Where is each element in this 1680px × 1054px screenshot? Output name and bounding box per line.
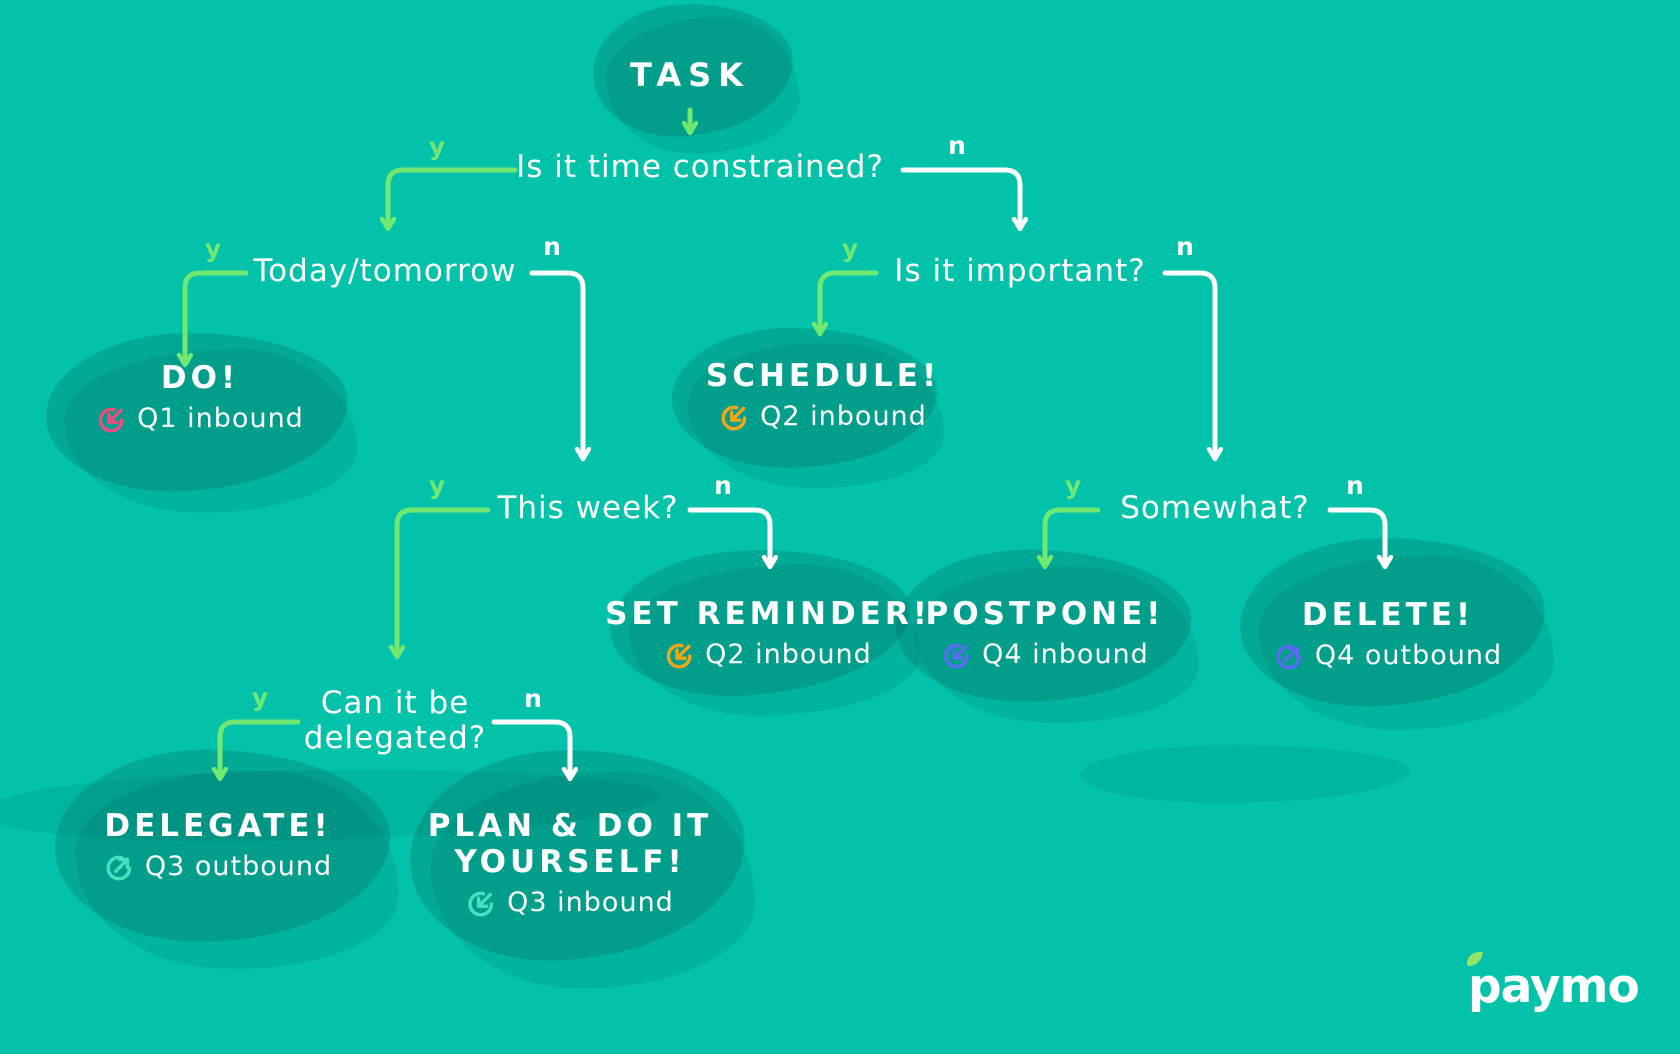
node-delete: DELETE! Q4 outbound: [1274, 597, 1502, 671]
node-do: DO! Q1 inbound: [96, 360, 304, 434]
circular-inbound-arrow-icon: [468, 891, 494, 916]
node-can-delegate-line2: delegated?: [303, 720, 487, 756]
node-can-delegate-line1: Can it be: [320, 685, 470, 721]
node-set-reminder-title: SET REMINDER!: [605, 596, 931, 632]
circular-outbound-arrow-icon: [106, 855, 132, 880]
circular-inbound-arrow-icon: [666, 643, 692, 668]
edge-time-yes: [388, 167, 518, 228]
node-can-delegate: Can it be delegated?: [304, 686, 486, 756]
branch-label-delegate-no: n: [524, 684, 542, 713]
node-plan-diy-title-line2: YOURSELF!: [454, 844, 686, 880]
edge-time-no: [900, 167, 1020, 228]
node-delete-quadrant: Q4 outbound: [1314, 640, 1503, 671]
node-postpone: POSTPONE! Q4 inbound: [926, 596, 1165, 670]
node-today-tomorrow: Today/tomorrow: [253, 253, 517, 289]
circular-inbound-arrow-icon: [721, 405, 747, 430]
node-do-tag: Q1 inbound: [96, 403, 304, 434]
node-plan-diy-tag: Q3 inbound: [466, 887, 674, 918]
node-plan-diy: PLAN & DO IT YOURSELF! Q3 inbound: [428, 808, 713, 918]
branch-label-week-yes: y: [428, 471, 446, 500]
circular-inbound-arrow-icon: [98, 407, 124, 432]
node-plan-diy-title: PLAN & DO IT YOURSELF!: [428, 808, 713, 880]
branch-label-time-yes: y: [428, 132, 446, 161]
paymo-logo: paymo: [1466, 951, 1640, 1014]
node-schedule: SCHEDULE! Q2 inbound: [706, 358, 940, 432]
node-do-title: DO!: [160, 360, 240, 396]
node-important: Is it important?: [894, 253, 1146, 289]
branch-label-time-no: n: [948, 131, 966, 160]
node-set-reminder-quadrant: Q2 inbound: [705, 639, 872, 670]
edge-important-yes: [820, 270, 879, 333]
branch-label-somewhat-no: n: [1346, 471, 1364, 500]
node-set-reminder-tag: Q2 inbound: [664, 639, 872, 670]
node-plan-diy-quadrant: Q3 inbound: [507, 887, 674, 918]
node-plan-diy-title-line1: PLAN & DO IT: [427, 808, 713, 844]
branch-label-today-yes: y: [204, 234, 222, 263]
node-postpone-title: POSTPONE!: [925, 596, 1165, 632]
node-delete-tag: Q4 outbound: [1274, 640, 1502, 671]
node-delete-title: DELETE!: [1301, 597, 1475, 633]
node-postpone-tag: Q4 inbound: [941, 639, 1149, 670]
edge-important-no: [1162, 270, 1215, 458]
branch-label-week-no: n: [714, 471, 732, 500]
branch-label-delegate-yes: y: [251, 683, 269, 712]
node-set-reminder: SET REMINDER! Q2 inbound: [605, 596, 931, 670]
node-delegate-title: DELEGATE!: [104, 808, 332, 844]
branch-label-somewhat-yes: y: [1064, 471, 1082, 500]
branch-label-important-yes: y: [841, 234, 859, 263]
node-delegate: DELEGATE! Q3 outbound: [104, 808, 332, 882]
node-delegate-quadrant: Q3 outbound: [144, 851, 333, 882]
node-schedule-title: SCHEDULE!: [705, 358, 941, 394]
node-somewhat: Somewhat?: [1120, 490, 1310, 526]
node-schedule-quadrant: Q2 inbound: [760, 401, 927, 432]
edge-week-yes: [397, 507, 491, 656]
node-delegate-tag: Q3 outbound: [104, 851, 332, 882]
edge-today-no: [529, 270, 583, 458]
node-this-week: This week?: [497, 490, 679, 526]
node-do-quadrant: Q1 inbound: [137, 403, 304, 434]
circular-outbound-arrow-icon: [1276, 644, 1302, 669]
node-postpone-quadrant: Q4 inbound: [982, 639, 1149, 670]
brush-stroke: [1080, 745, 1410, 803]
branch-label-today-no: n: [543, 232, 561, 261]
leaf-icon: [1466, 951, 1483, 966]
branch-label-important-no: n: [1176, 232, 1194, 261]
circular-inbound-arrow-icon: [943, 643, 969, 668]
node-time-constrained: Is it time constrained?: [516, 149, 884, 185]
paymo-logo-text: paymo: [1468, 959, 1640, 1014]
node-schedule-tag: Q2 inbound: [719, 401, 927, 432]
node-task: TASK: [630, 56, 750, 94]
